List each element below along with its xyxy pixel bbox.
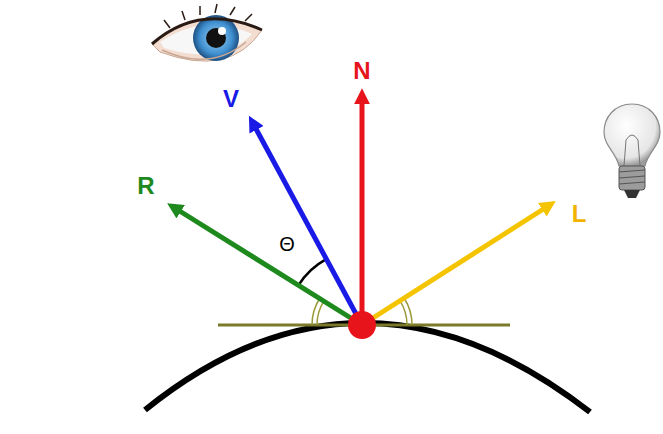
theta-arc [298, 259, 326, 285]
vector-label: R [137, 174, 154, 198]
surface-point [348, 311, 376, 339]
vector-label: L [572, 202, 587, 226]
eye-icon [152, 4, 262, 61]
vector-label: V [223, 87, 239, 111]
view-vector [255, 127, 362, 325]
light-vector [362, 208, 545, 325]
normal-vector [360, 101, 365, 325]
vector-label: N [353, 59, 370, 83]
angle-label: Θ [279, 234, 295, 254]
light-bulb-icon [604, 104, 660, 198]
reflect-vector [178, 210, 362, 325]
